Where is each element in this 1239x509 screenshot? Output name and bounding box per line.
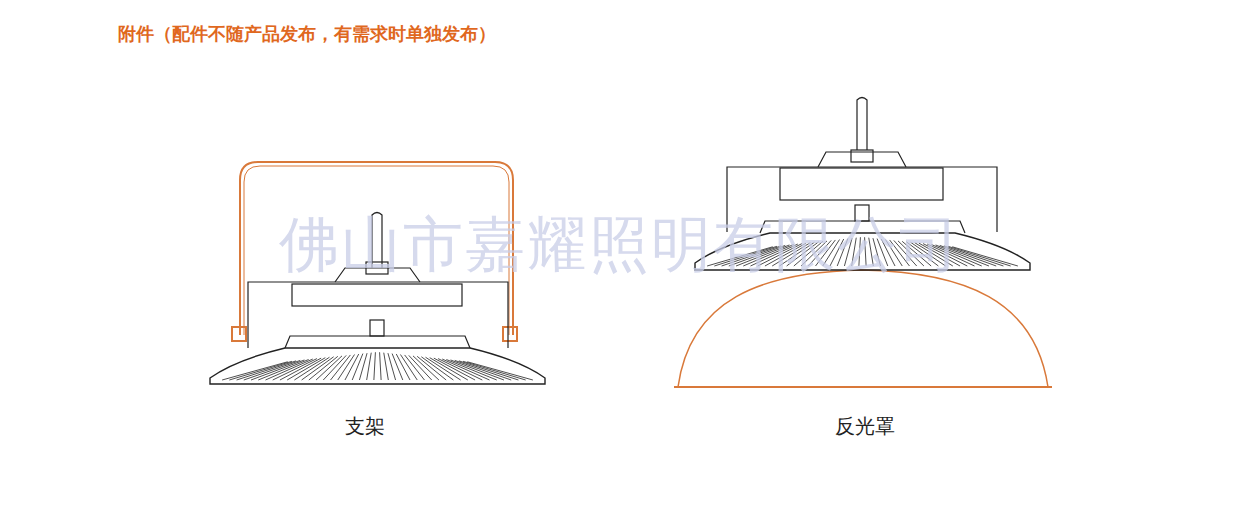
fin-line [455, 360, 511, 380]
fin-line [251, 360, 304, 380]
driver-box [292, 284, 462, 306]
fin-line [352, 354, 363, 380]
fin-line [405, 355, 425, 380]
driver-frame [248, 282, 508, 348]
fin-line [459, 361, 519, 380]
fin-line [367, 353, 372, 380]
fin-line [392, 354, 403, 380]
fin-line [280, 358, 321, 380]
fin-line [388, 353, 396, 380]
watermark: 佛山市嘉耀照明有限公司 [279, 205, 961, 286]
fin-line [323, 355, 346, 380]
heatsink-top [285, 336, 470, 348]
driver-box [780, 168, 943, 200]
fin-line [952, 247, 1018, 266]
hanging-hook [857, 98, 867, 151]
heatsink-fins [222, 352, 533, 380]
fin-line [463, 361, 526, 380]
heatsink [210, 348, 545, 384]
fin-line [413, 356, 439, 380]
fin-line [380, 352, 382, 380]
top-cover [818, 152, 906, 167]
bracket-clamp [503, 327, 517, 341]
fin-line [359, 353, 367, 380]
bracket-clamp [232, 327, 246, 341]
fin-line [258, 360, 308, 381]
fin-line [467, 362, 533, 380]
fin-line [384, 353, 389, 380]
figure-caption: 反光罩 [835, 413, 895, 440]
fin-line [294, 357, 329, 380]
reflector [678, 270, 1048, 387]
fin-line [229, 361, 292, 380]
center-bolt [370, 320, 384, 336]
page-title: 附件（配件不随产品发布，有需求时单独发布） [118, 22, 496, 46]
reflector-rim [674, 386, 1052, 388]
fin-line [345, 354, 359, 380]
figure-caption: 支架 [345, 413, 385, 440]
fin-line [430, 358, 468, 380]
fin-line [316, 356, 342, 380]
fin-line [374, 352, 376, 380]
